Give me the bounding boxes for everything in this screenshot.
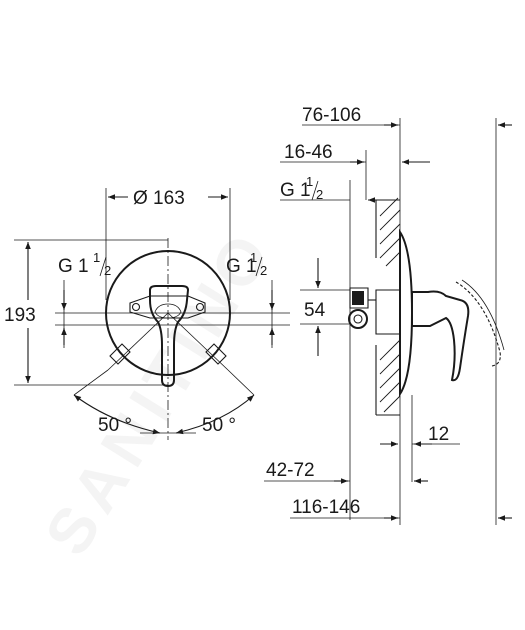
thread-left-fraction-top: 1 [93, 250, 100, 265]
inlet-fitting-fill [352, 291, 364, 305]
total-dim-label: 116-146 [292, 497, 360, 518]
lever-handle-outline [149, 285, 190, 388]
angle-arc-right [175, 394, 255, 435]
angle-ext-right [227, 369, 255, 396]
outlet-fitting [348, 309, 368, 329]
thread-right-label: G 1 [226, 256, 257, 277]
lever-swing-path-2 [461, 279, 505, 351]
rotation-arm-left [107, 312, 169, 371]
rotation-arm-right [167, 312, 229, 371]
thread-side-fraction-bottom: 2 [316, 187, 323, 202]
thread-left-fraction-bar [99, 256, 107, 277]
depth-inner-label: 16-46 [284, 142, 333, 163]
angle-left-label: 50 ° [98, 415, 132, 436]
rotation-handle-right [205, 343, 227, 365]
thread-side-label: G 1 [280, 180, 311, 201]
thread-left-fraction-bottom: 2 [104, 263, 111, 278]
thread-right-fraction-bar [255, 256, 263, 277]
front-height-label: 193 [4, 305, 36, 326]
cover-plate-outline [399, 228, 414, 398]
angle-right-label: 50 ° [202, 415, 236, 436]
screw-left [131, 302, 141, 312]
front-view: 193 Ø 163 G 1 1 2 G 1 1 2 [0, 184, 290, 440]
concealed-body-outline [375, 289, 401, 335]
lever-side-outline [411, 290, 470, 382]
body-dim-label: 42-72 [266, 460, 315, 481]
thread-right-fraction-bottom: 2 [260, 263, 267, 278]
thread-left-label: G 1 [58, 256, 89, 277]
outlet-fitting-inner [353, 314, 363, 324]
side-height-label: 54 [304, 300, 326, 321]
screw-right [195, 302, 205, 312]
plate-dim-label: 12 [428, 424, 449, 445]
side-view: 76-106 16-46 G 1 1 2 54 12 42-72 116- [264, 105, 512, 525]
angle-arc-left [73, 394, 161, 435]
thread-side-fraction-bar [311, 180, 319, 201]
angle-ext-left [73, 369, 109, 396]
valve-body-outline [129, 295, 206, 319]
diameter-label: Ø 163 [133, 188, 185, 209]
depth-outer-label: 76-106 [302, 105, 361, 126]
wall-hatching [375, 197, 401, 416]
thread-right-fraction-top: 1 [250, 250, 257, 265]
thread-side-fraction-top: 1 [306, 174, 313, 189]
rotation-handle-left [109, 343, 131, 365]
lever-swing-path [455, 281, 501, 367]
